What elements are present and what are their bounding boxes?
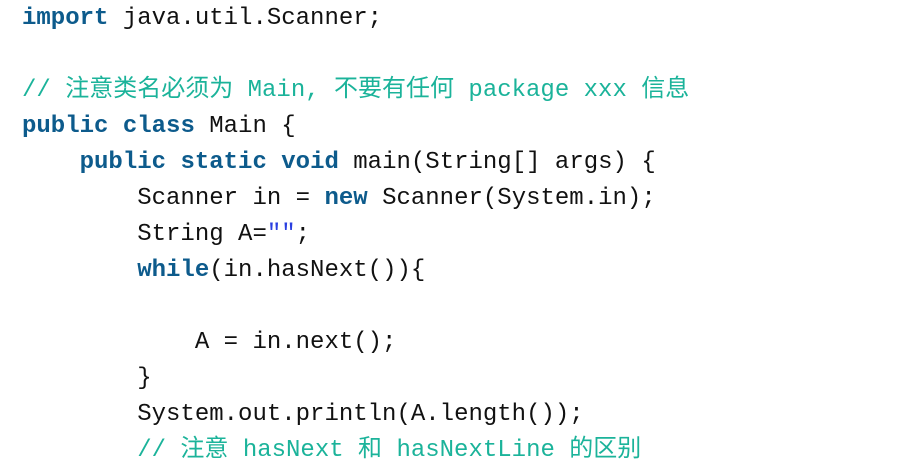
code-token: main(String[] args) { [338, 149, 656, 176]
code-line: System.out.println(A.length()); [22, 397, 689, 433]
code-line: import java.util.Scanner; [22, 1, 689, 37]
code-line: A = in.next(); [22, 325, 689, 361]
code-token [108, 113, 122, 140]
code-line: String A=""; [22, 217, 689, 253]
code-token [22, 257, 137, 284]
code-token: Scanner(System.in); [367, 185, 656, 212]
code-token [166, 149, 180, 176]
code-token: (in.hasNext()){ [209, 257, 426, 284]
keyword-token: class [122, 113, 195, 140]
code-token: ; [295, 221, 311, 248]
keyword-token: public [22, 113, 109, 140]
code-view: import java.util.Scanner; // 注意类名必须为 Main… [22, 1, 689, 469]
comment-token: // 注意类名必须为 Main, 不要有任何 package xxx 信息 [22, 77, 690, 104]
keyword-token: public [79, 149, 167, 176]
code-line: public class Main { [22, 109, 689, 145]
code-token: A = in.next(); [22, 329, 397, 356]
code-line: Scanner in = new Scanner(System.in); [22, 181, 689, 217]
keyword-token: while [137, 257, 210, 284]
keyword-token: import [22, 5, 109, 32]
keyword-token: void [281, 149, 339, 176]
code-token [22, 149, 80, 176]
keyword-token: static [180, 149, 267, 176]
code-token: Main { [194, 113, 296, 140]
code-token: } [22, 365, 152, 392]
code-token: java.util.Scanner; [108, 5, 383, 32]
code-token: Scanner in = [22, 185, 325, 212]
code-line: // 注意类名必须为 Main, 不要有任何 package xxx 信息 [22, 73, 689, 109]
keyword-token: new [324, 185, 368, 212]
string-token: "" [266, 221, 296, 248]
code-line: public static void main(String[] args) { [22, 145, 689, 181]
code-line: // 注意 hasNext 和 hasNextLine 的区别 [22, 433, 689, 469]
code-line [22, 37, 689, 73]
code-token: System.out.println(A.length()); [22, 401, 584, 428]
code-token [267, 149, 281, 176]
code-line: } [22, 361, 689, 397]
code-token: String A= [22, 221, 267, 248]
code-line [22, 289, 689, 325]
code-line: while(in.hasNext()){ [22, 253, 689, 289]
comment-token: // 注意 hasNext 和 hasNextLine 的区别 [22, 437, 642, 464]
